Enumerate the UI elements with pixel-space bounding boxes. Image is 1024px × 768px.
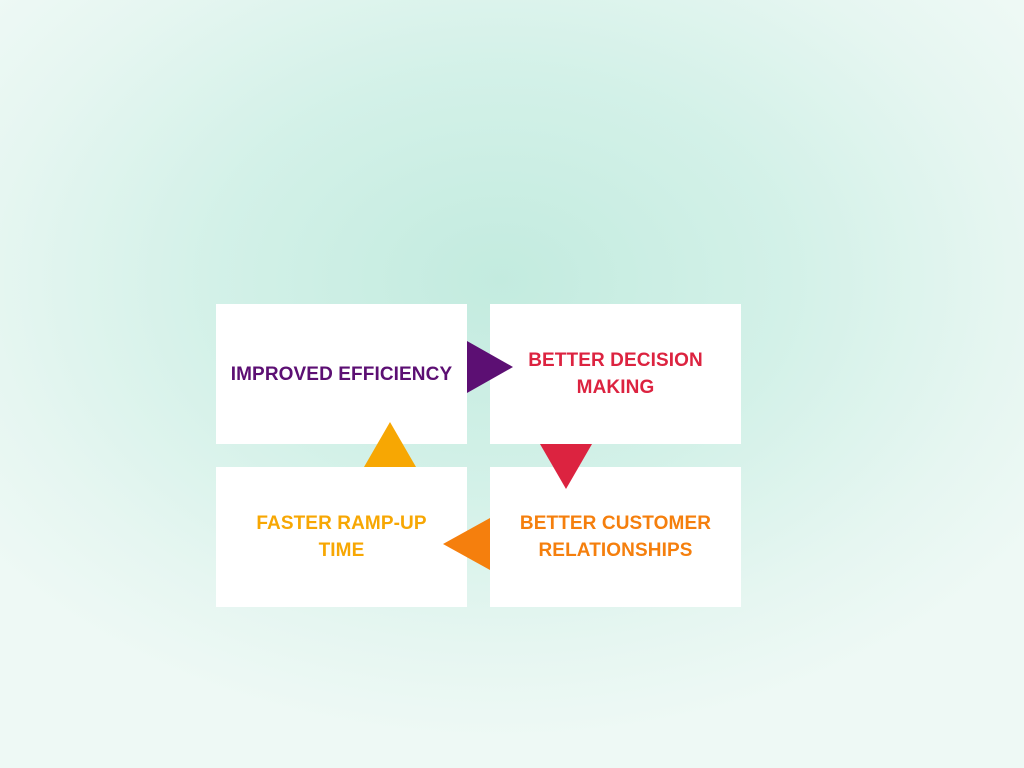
step-box-improved-efficiency: IMPROVED EFFICIENCY [216, 304, 467, 444]
step-box-better-decision-making: BETTER DECISION MAKING [490, 304, 741, 444]
step-box-faster-ramp-up-time: FASTER RAMP-UP TIME [216, 467, 467, 607]
triangle-left-icon [443, 518, 490, 570]
triangle-right-icon [467, 341, 513, 393]
step-box-better-customer-relationships: BETTER CUSTOMER RELATIONSHIPS [490, 467, 741, 607]
triangle-down-icon [540, 444, 592, 489]
step-label: BETTER DECISION MAKING [528, 350, 703, 398]
triangle-up-icon [364, 422, 416, 467]
step-label: FASTER RAMP-UP TIME [256, 513, 427, 561]
step-label: BETTER CUSTOMER RELATIONSHIPS [519, 513, 712, 561]
step-label: IMPROVED EFFICIENCY [230, 363, 453, 385]
